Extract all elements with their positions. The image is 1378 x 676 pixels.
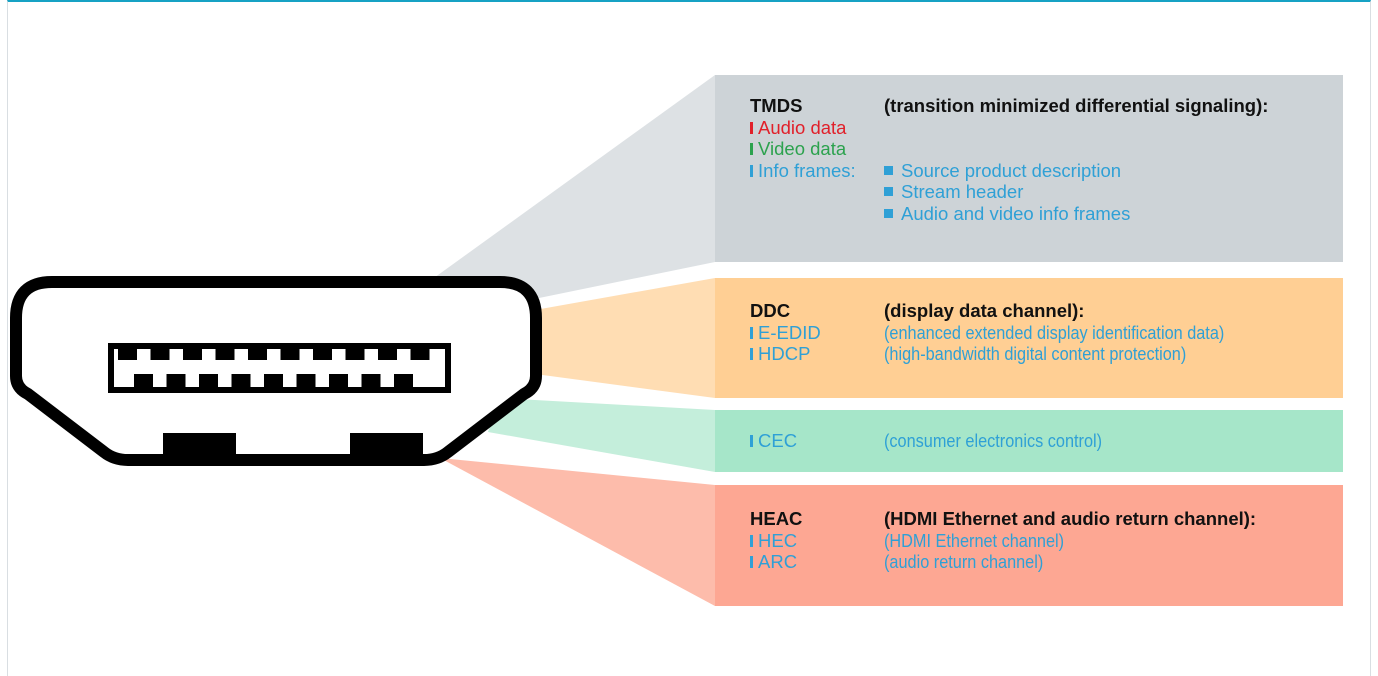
- bottom-latch-left: [163, 433, 236, 457]
- hdcp-desc: (high-bandwidth digital content protecti…: [884, 343, 1187, 364]
- connector-pin: [199, 374, 218, 388]
- heac-title: HEAC: [750, 508, 803, 529]
- cec-label: CEC: [750, 430, 797, 452]
- square-bullet-icon: [884, 165, 893, 175]
- connector-pin: [345, 346, 365, 360]
- info-frame-audio-video: Audio and video info frames: [884, 203, 1130, 225]
- ddc-title: DDC: [750, 300, 791, 321]
- cec-panel: CEC (consumer electronics control): [715, 430, 1343, 452]
- connector-pin: [215, 346, 235, 360]
- blue-marker-icon: [750, 534, 753, 547]
- connector-pin: [394, 374, 413, 388]
- tmds-wedge: [420, 75, 715, 306]
- connector-pin: [183, 346, 202, 360]
- connector-pin: [313, 346, 332, 360]
- info-frames-item: Info frames:: [750, 160, 856, 182]
- tmds-subtitle: (transition minimized differential signa…: [884, 95, 1269, 116]
- hec-desc: (HDMI Ethernet channel): [884, 529, 1065, 551]
- heac-panel-bg: [715, 485, 1343, 606]
- e-edid-label: E-EDID: [750, 322, 821, 344]
- video-data-item: Video data: [750, 138, 846, 160]
- tmds-panel-bg: [715, 75, 1343, 262]
- blue-marker-icon: [750, 435, 753, 447]
- blue-marker-icon: [750, 556, 753, 568]
- cec-wedge: [488, 398, 715, 472]
- info-frame-stream-header: Stream header: [884, 181, 1023, 203]
- e-edid-desc: (enhanced extended display identificatio…: [884, 321, 1225, 343]
- bottom-pins: [134, 374, 413, 388]
- heac-wedge: [440, 458, 715, 606]
- ddc-panel-bg: [715, 278, 1343, 398]
- cec-panel-bg: [715, 410, 1343, 472]
- top-pins: [118, 346, 430, 360]
- hdmi-connector: [10, 276, 542, 466]
- arc-desc: (audio return channel): [884, 551, 1044, 572]
- square-bullet-icon: [884, 187, 893, 196]
- connector-pin: [231, 374, 251, 388]
- hdcp-label: HDCP: [750, 343, 810, 365]
- blue-marker-icon: [750, 326, 753, 339]
- connector-pin: [361, 374, 381, 388]
- blue-marker-icon: [750, 348, 753, 360]
- heac-subtitle: (HDMI Ethernet and audio return channel)…: [884, 508, 1257, 529]
- tmds-title: TMDS: [750, 95, 803, 116]
- connector-pin: [264, 374, 283, 388]
- audio-data-item: Audio data: [750, 117, 846, 139]
- connector-pin: [329, 374, 348, 388]
- connector-pin: [296, 374, 316, 388]
- ddc-wedge: [535, 278, 715, 398]
- hec-label: HEC: [750, 530, 797, 552]
- connector-pin: [150, 346, 170, 360]
- tmds-panel: TMDS (transition minimized differential …: [715, 95, 1343, 224]
- green-marker-icon: [750, 143, 753, 155]
- cec-desc: (consumer electronics control): [884, 430, 1103, 451]
- bottom-latch-right: [350, 433, 423, 457]
- arc-label: ARC: [750, 551, 797, 573]
- diagram-frame: [7, 0, 1371, 676]
- info-frame-source-product: Source product description: [884, 160, 1121, 182]
- ddc-subtitle: (display data channel):: [884, 300, 1085, 321]
- connector-pin: [118, 346, 137, 360]
- square-bullet-icon: [884, 208, 893, 218]
- connector-pin: [378, 346, 397, 360]
- heac-panel: HEAC (HDMI Ethernet and audio return cha…: [715, 508, 1343, 573]
- ddc-panel: DDC (display data channel): E-EDID (enha…: [715, 300, 1343, 365]
- connector-pin: [410, 346, 430, 360]
- connector-pin: [166, 374, 186, 388]
- blue-marker-icon: [750, 164, 753, 177]
- connector-pin: [134, 374, 153, 388]
- connector-pin: [280, 346, 300, 360]
- connector-pin: [248, 346, 267, 360]
- red-marker-icon: [750, 121, 753, 134]
